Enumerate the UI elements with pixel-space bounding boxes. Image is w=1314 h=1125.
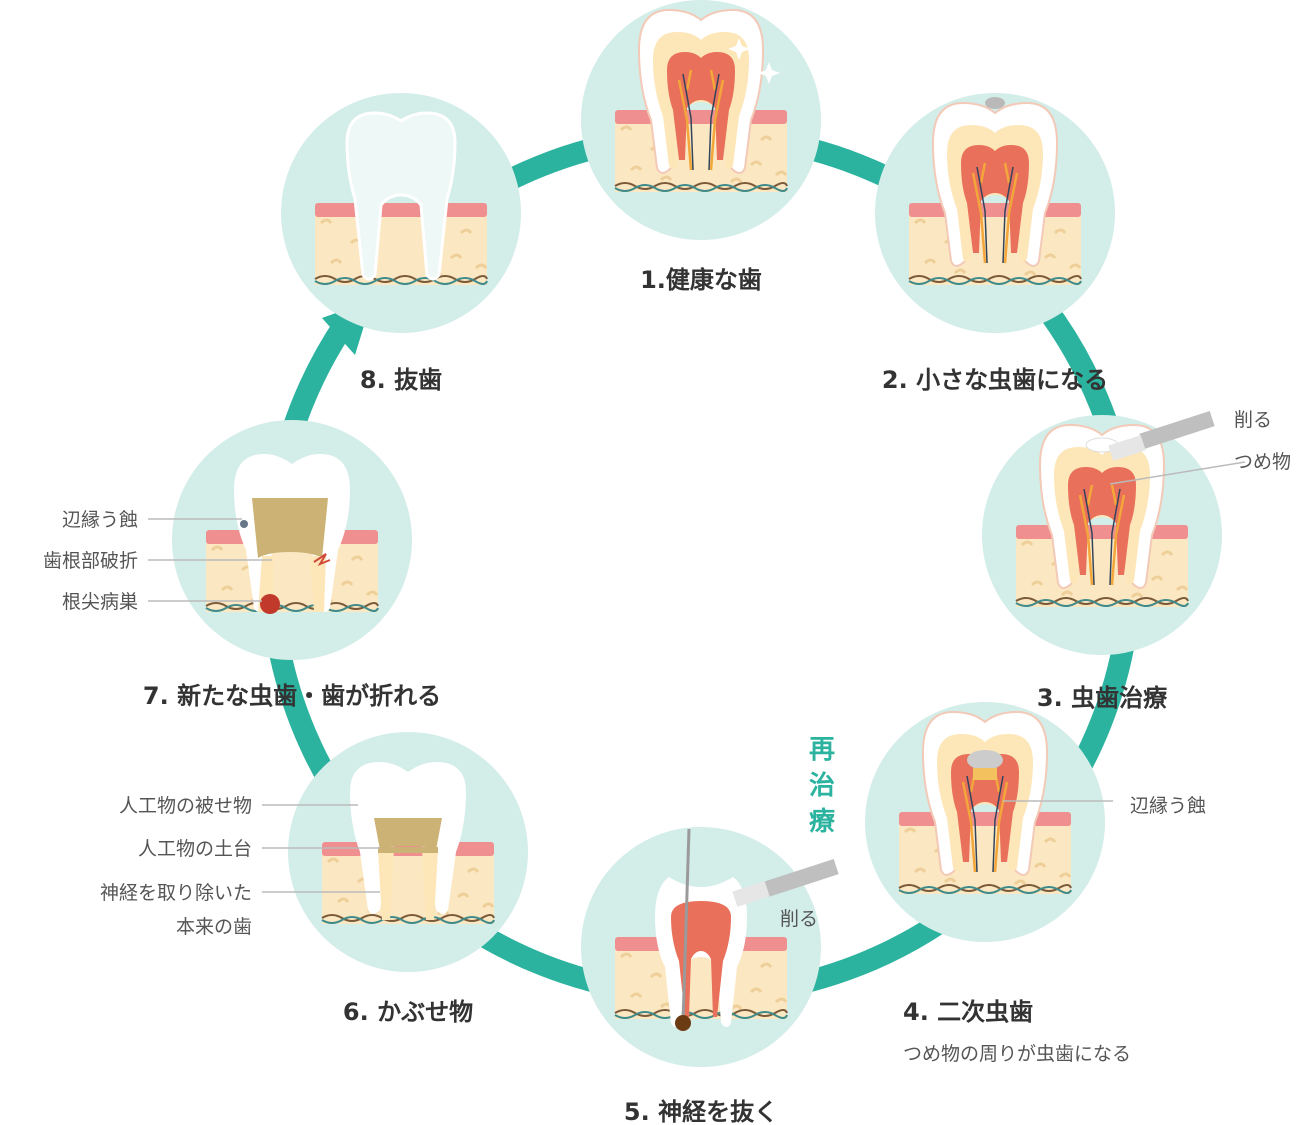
stage-3-title: 3. 虫歯治療 xyxy=(1037,684,1168,712)
retreatment-char-3: 療 xyxy=(809,807,836,837)
label-shikonbu-haseti: 歯根部破折 xyxy=(43,550,138,572)
stage-4-subtitle: つめ物の周りが虫歯になる xyxy=(903,1043,1131,1065)
stage-7-leader-lines xyxy=(148,518,272,602)
stage-2-circle xyxy=(875,93,1115,333)
drill-icon-2 xyxy=(732,858,839,907)
label-kezuru-3: 削る xyxy=(1234,409,1272,431)
label-kezuru-5: 削る xyxy=(780,908,818,930)
label-honrai-no-ha: 本来の歯 xyxy=(176,916,252,938)
retreatment-char-2: 治 xyxy=(809,771,835,801)
stage-3-circle xyxy=(982,415,1222,655)
label-henen-ushoku-4: 辺縁う蝕 xyxy=(1130,795,1206,817)
stage-1-circle xyxy=(581,0,821,240)
stage-4-title: 4. 二次虫歯 xyxy=(903,998,1033,1026)
stage-6-title: 6. かぶせ物 xyxy=(343,998,473,1026)
stage-5-title: 5. 神経を抜く xyxy=(624,1098,778,1125)
stage-7-title: 7. 新たな虫歯・歯が折れる xyxy=(143,682,441,710)
stage-6-leader-lines xyxy=(262,804,380,893)
label-konsen-byoso: 根尖病巣 xyxy=(62,591,138,613)
label-shinkei-torinozoita: 神経を取り除いた xyxy=(100,882,252,904)
label-tsumemono: つめ物 xyxy=(1234,451,1291,473)
retreatment-char-1: 再 xyxy=(809,735,835,765)
stage-4-circle xyxy=(865,702,1113,942)
stage-8-circle xyxy=(281,93,521,333)
stage-2-title: 2. 小さな虫歯になる xyxy=(882,366,1108,394)
stage-1-title: 1.健康な歯 xyxy=(640,266,762,294)
stage-8-title: 8. 抜歯 xyxy=(360,366,442,394)
label-dodai: 人工物の土台 xyxy=(138,838,252,860)
stage-7-circle xyxy=(172,420,412,660)
stage-6-circle xyxy=(288,732,528,972)
label-hisemono: 人工物の被せ物 xyxy=(119,795,252,817)
stage-5-circle xyxy=(581,827,821,1067)
label-henen-ushoku-7: 辺縁う蝕 xyxy=(62,509,138,531)
drill-icon xyxy=(1108,410,1246,485)
